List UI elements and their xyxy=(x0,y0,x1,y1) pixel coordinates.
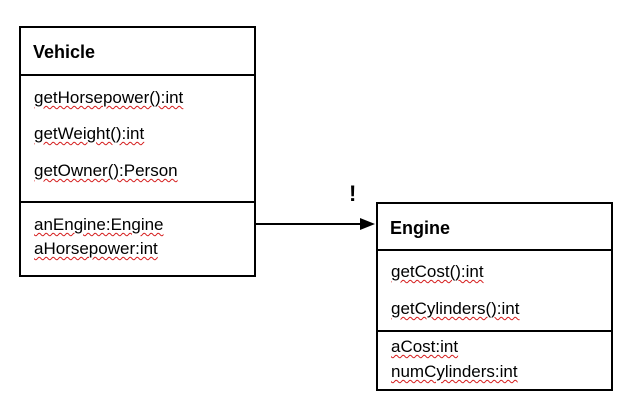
engine-method-0: getCost():int xyxy=(391,262,484,281)
association-marker: ! xyxy=(349,181,357,206)
vehicle-attribute-0: anEngine:Engine xyxy=(34,215,164,234)
association-arrowhead xyxy=(360,218,375,230)
engine-attribute-1: numCylinders:int xyxy=(391,362,518,381)
vehicle-class-box[interactable]: Vehicle getHorsepower():int getWeight():… xyxy=(19,26,256,277)
vehicle-method-0: getHorsepower():int xyxy=(34,88,184,107)
vehicle-attribute-1: aHorsepower:int xyxy=(34,239,158,258)
vehicle-method-1: getWeight():int xyxy=(34,124,145,143)
engine-class-box[interactable]: Engine getCost():int getCylinders():int … xyxy=(376,202,613,391)
engine-method-1: getCylinders():int xyxy=(391,299,520,318)
vehicle-method-2: getOwner():Person xyxy=(34,161,178,180)
engine-methods-divider xyxy=(378,330,611,332)
vehicle-methods-divider xyxy=(21,201,254,203)
engine-attribute-0: aCost:int xyxy=(391,337,459,356)
engine-class-name: Engine xyxy=(390,218,451,238)
vehicle-class-name: Vehicle xyxy=(33,42,96,62)
engine-name-divider xyxy=(378,249,611,251)
vehicle-name-divider xyxy=(21,74,254,76)
